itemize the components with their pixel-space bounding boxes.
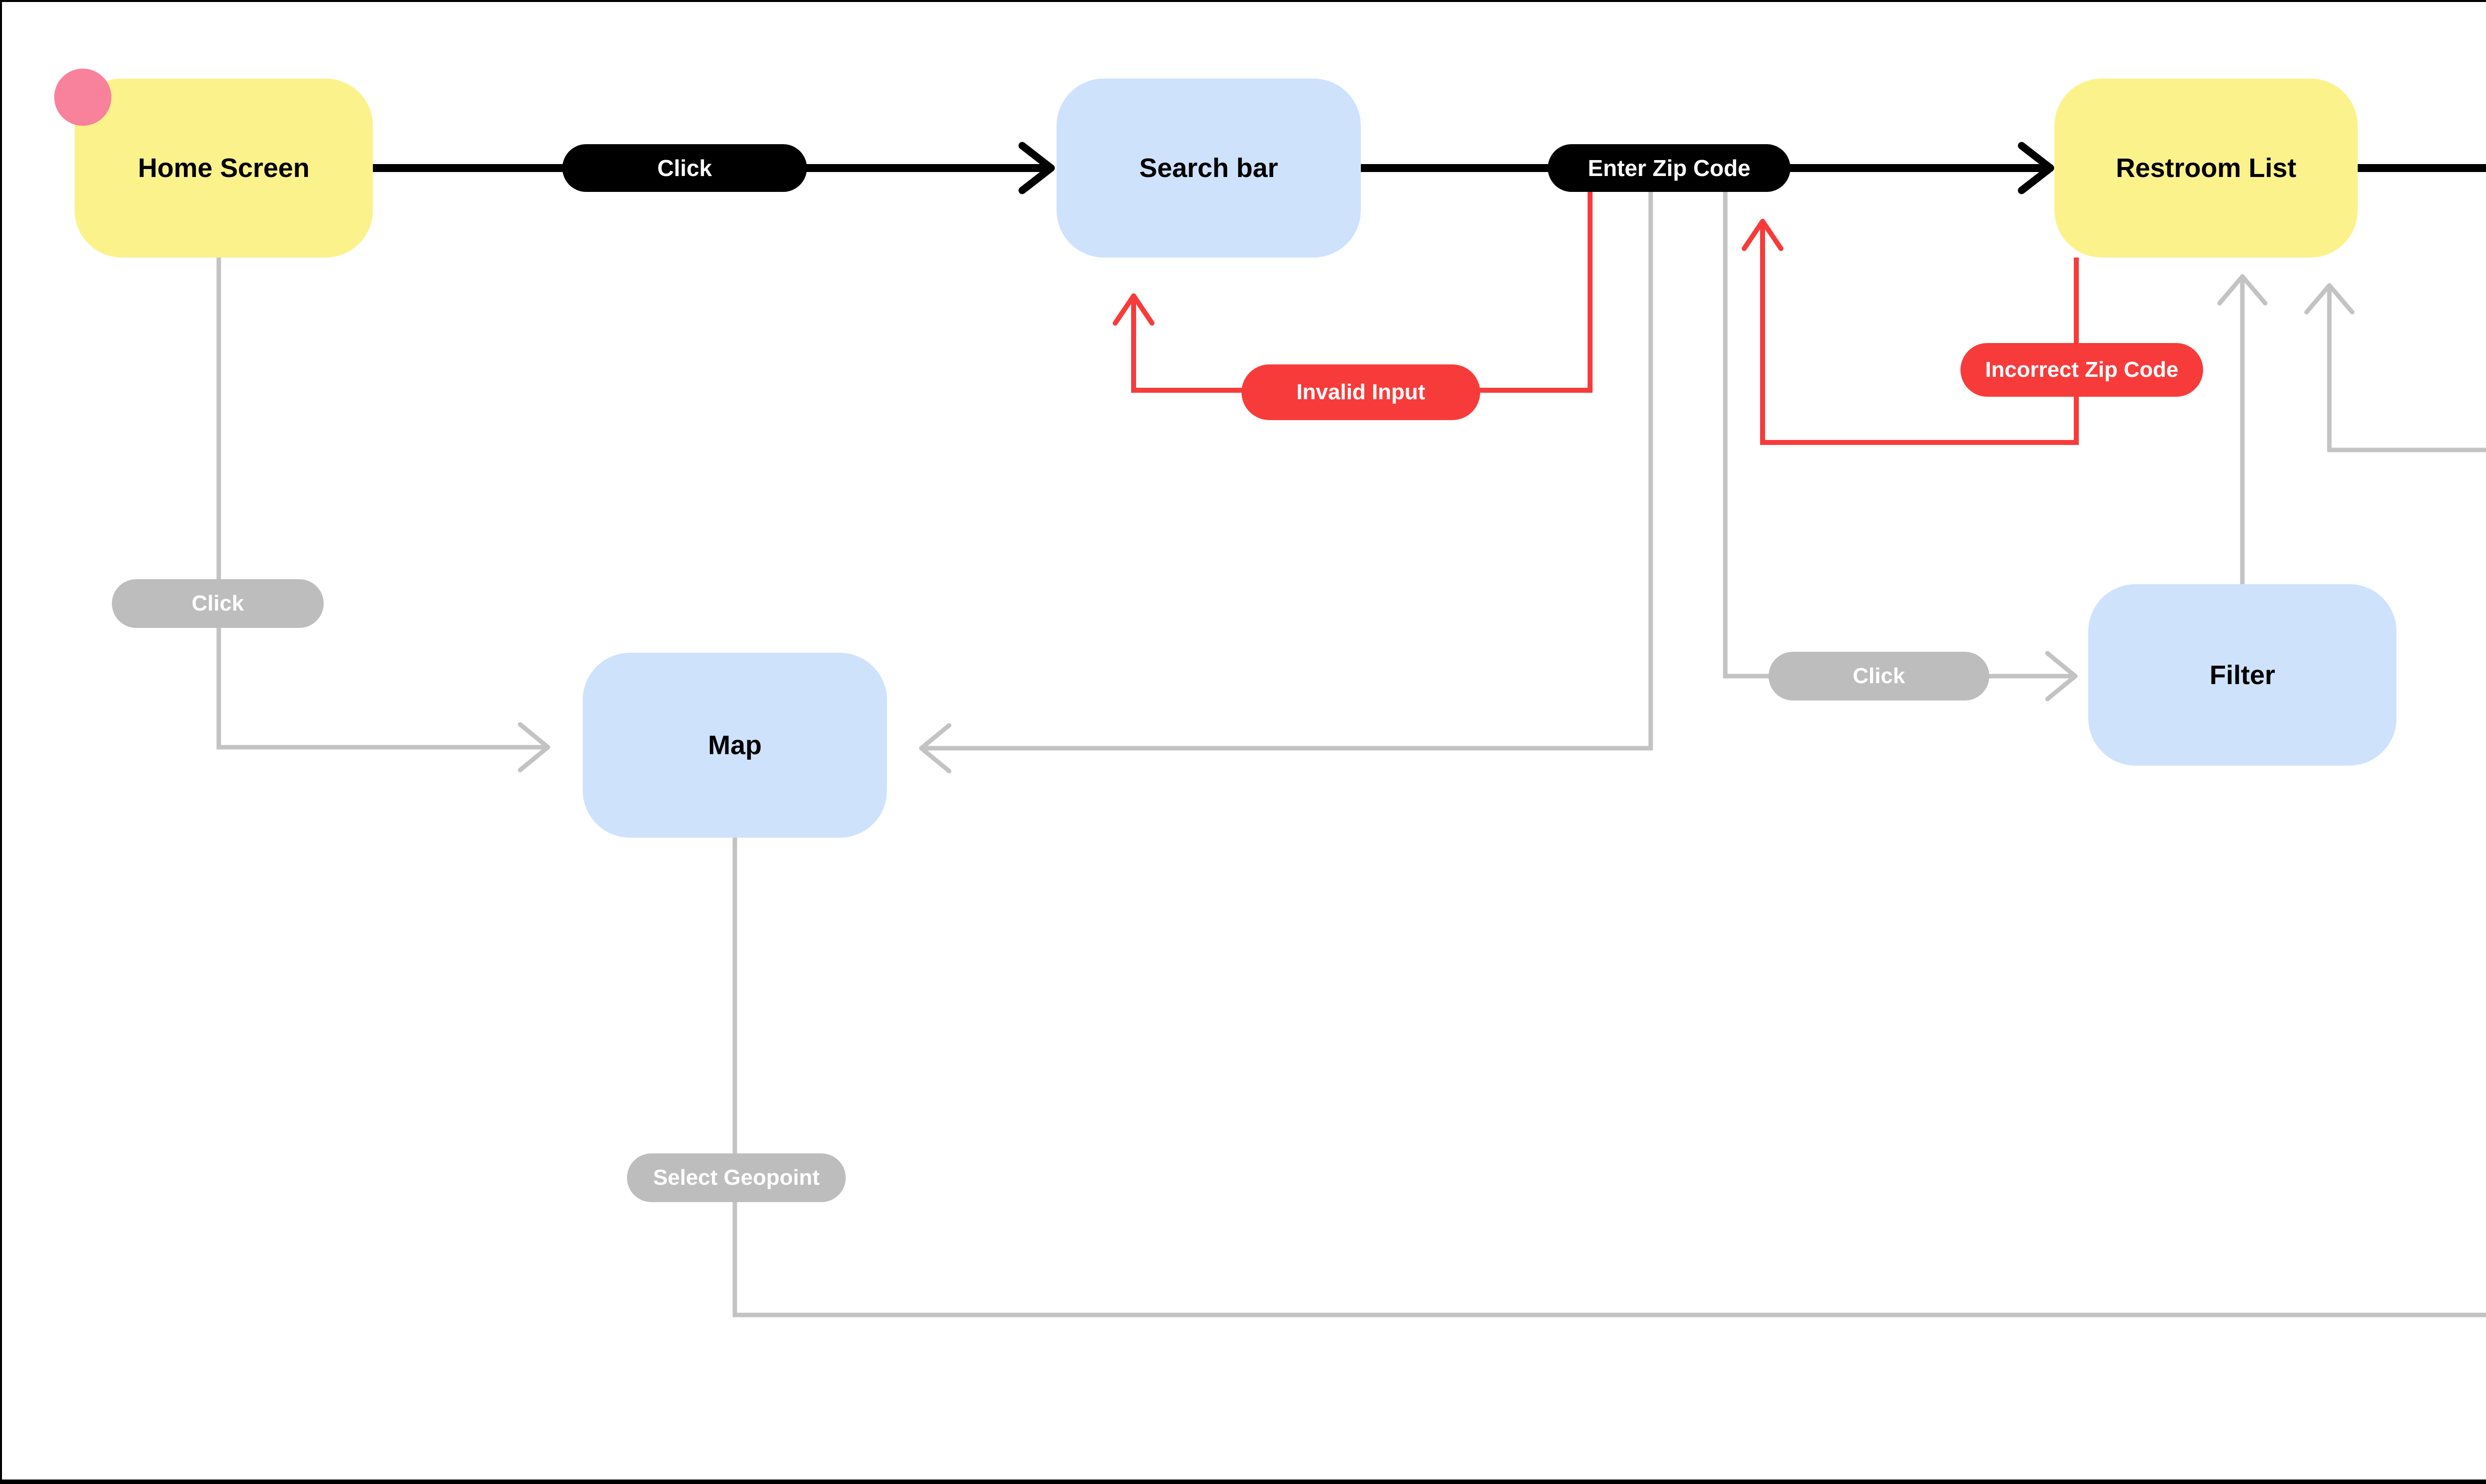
edge-enter-zip-to-filter-arrowhead xyxy=(2045,651,2078,701)
node-filter-label: Filter xyxy=(2209,660,2276,690)
edge-incorrect-zip-loop-arrowhead xyxy=(1742,219,1783,251)
edge-exit-page-to-restroom-list-line xyxy=(2327,288,2486,452)
edge-enter-zip-to-filter-line xyxy=(1723,192,2072,679)
action-pill-click-map[interactable]: Click xyxy=(112,579,324,628)
action-pill-select-geopoint[interactable]: Select Geopoint xyxy=(627,1153,846,1202)
edge-search-bar-to-restroom-list-arrowhead xyxy=(2018,142,2054,194)
error-pill-incorrect-zip-code[interactable]: Incorrect Zip Code xyxy=(1960,343,2203,397)
error-pill-invalid-input[interactable]: Invalid Input xyxy=(1242,364,1480,420)
edge-exit-page-to-restroom-list xyxy=(2304,283,2486,452)
node-search-bar[interactable]: Search bar xyxy=(1057,79,1361,258)
edge-home-to-map-line xyxy=(216,258,546,750)
node-filter[interactable]: Filter xyxy=(2088,584,2397,766)
edge-home-to-search-bar-arrowhead xyxy=(1018,142,1055,194)
action-pill-click-filter-label: Click xyxy=(1853,664,1905,688)
edge-filter-to-restroom-list xyxy=(2217,274,2268,584)
node-restroom-list-label: Restroom List xyxy=(2116,153,2297,183)
edge-enter-zip-to-map-arrowhead xyxy=(919,723,952,774)
node-search-bar-label: Search bar xyxy=(1139,153,1278,183)
error-pill-incorrect-zip-code-label: Incorrect Zip Code xyxy=(1985,357,2179,382)
edge-restroom-list-to-restroom-details xyxy=(2358,164,2486,172)
edge-filter-to-restroom-list-arrowhead xyxy=(2217,274,2268,306)
node-map-label: Map xyxy=(708,730,762,760)
action-pill-click-map-label: Click xyxy=(191,591,244,615)
action-pill-enter-zip-code-label: Enter Zip Code xyxy=(1588,155,1751,181)
node-home-screen-label: Home Screen xyxy=(138,153,310,183)
edge-home-to-map xyxy=(216,258,550,773)
action-pill-click-search[interactable]: Click xyxy=(562,144,807,192)
node-home-screen[interactable]: Home Screen xyxy=(75,79,373,258)
edge-exit-page-to-restroom-list-arrowhead xyxy=(2304,283,2355,315)
edge-enter-zip-to-map xyxy=(919,192,1653,774)
edge-enter-zip-to-filter xyxy=(1723,192,2078,701)
edge-incorrect-zip-loop xyxy=(1742,219,2079,445)
edge-home-to-map-arrowhead xyxy=(518,722,550,773)
edge-enter-zip-to-map-line xyxy=(923,192,1653,751)
edge-invalid-input-loop-arrowhead xyxy=(1113,293,1154,326)
edge-incorrect-zip-loop-line xyxy=(1760,224,2079,445)
node-map[interactable]: Map xyxy=(583,653,887,838)
action-pill-click-filter[interactable]: Click xyxy=(1769,652,1989,700)
node-restroom-list[interactable]: Restroom List xyxy=(2054,79,2358,258)
flow-start-marker[interactable] xyxy=(54,69,111,126)
error-pill-invalid-input-label: Invalid Input xyxy=(1296,380,1425,404)
action-pill-select-geopoint-label: Select Geopoint xyxy=(653,1165,820,1190)
action-pill-click-search-label: Click xyxy=(657,155,712,181)
action-pill-enter-zip-code[interactable]: Enter Zip Code xyxy=(1548,144,1790,192)
